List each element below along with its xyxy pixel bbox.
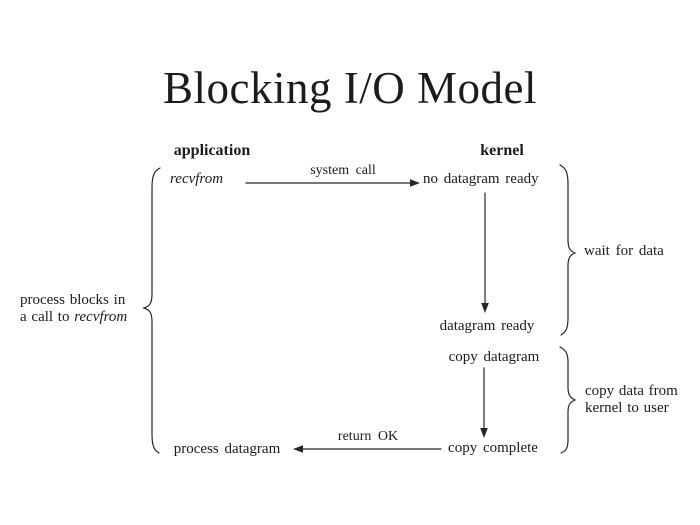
return-ok-arrowhead-icon bbox=[293, 445, 303, 453]
copy-data-brace bbox=[559, 346, 577, 454]
wait-for-data-brace bbox=[559, 164, 577, 336]
process-blocks-note-line1: process blocks in bbox=[20, 292, 126, 308]
return-ok-arrow bbox=[293, 445, 442, 453]
copy-data-note-line1: copy data from bbox=[585, 383, 678, 399]
recvfrom-label: recvfrom bbox=[170, 171, 224, 187]
application-column-header: application bbox=[173, 142, 251, 159]
process-blocks-note-line2: a call to recvfrom bbox=[20, 309, 128, 325]
process-datagram-label: process datagram bbox=[173, 441, 281, 457]
system-call-arrowhead-icon bbox=[410, 179, 420, 187]
wait-for-data-label: wait for data bbox=[584, 243, 664, 259]
recvfrom-italic-ref: recvfrom bbox=[74, 309, 128, 325]
no-datagram-ready-label: no datagram ready bbox=[423, 171, 539, 187]
wait-arrow bbox=[481, 192, 489, 313]
left-brace bbox=[142, 167, 161, 454]
copy-data-note: copy data from kernel to user bbox=[585, 383, 678, 417]
kernel-column-header: kernel bbox=[480, 142, 524, 159]
datagram-ready-label: datagram ready bbox=[439, 318, 535, 334]
copy-arrowhead-icon bbox=[480, 428, 488, 438]
process-blocks-note: process blocks in a call to recvfrom bbox=[20, 292, 127, 326]
copy-complete-label: copy complete bbox=[448, 440, 538, 456]
copy-datagram-label: copy datagram bbox=[448, 349, 540, 365]
system-call-label: system call bbox=[310, 163, 376, 178]
page-title: Blocking I/O Model bbox=[163, 63, 537, 113]
wait-arrowhead-icon bbox=[481, 303, 489, 313]
copy-data-note-line2: kernel to user bbox=[585, 400, 669, 416]
copy-arrow bbox=[480, 367, 488, 438]
system-call-arrow bbox=[245, 179, 420, 187]
return-ok-label: return OK bbox=[337, 429, 399, 444]
